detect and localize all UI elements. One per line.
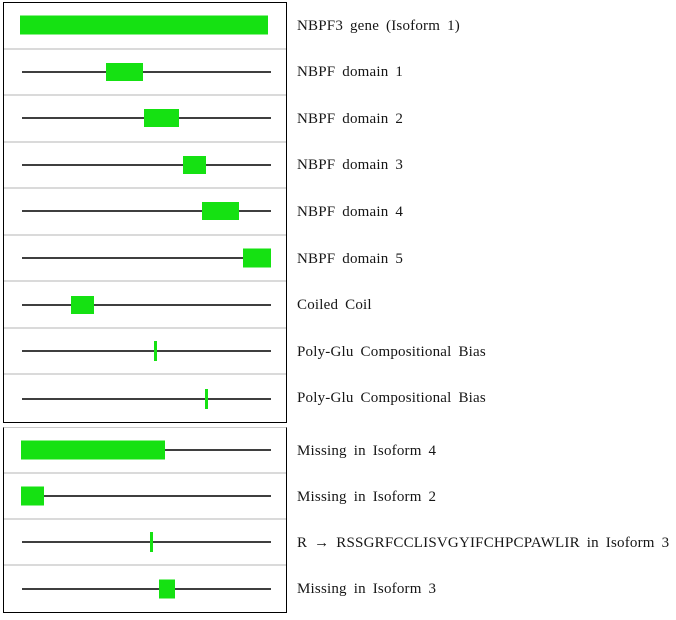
feature-row: [4, 143, 286, 190]
track-line: [22, 257, 271, 259]
feature-row: [4, 520, 286, 566]
feature-label: NBPF domain 5: [297, 250, 404, 267]
feature-tick: [150, 532, 153, 552]
feature-label: R → RSSGRFCCLISVGYIFCHPCPAWLIR in Isofor…: [297, 534, 670, 551]
feature-bar: [21, 440, 165, 460]
track-line: [22, 210, 271, 213]
feature-row: [4, 50, 286, 97]
feature-box: [71, 295, 94, 314]
feature-tick: [154, 341, 157, 362]
feature-label: NBPF domain 3: [297, 157, 404, 174]
track-line: [22, 70, 271, 73]
feature-label: Missing in Isoform 2: [297, 488, 437, 505]
feature-row: [4, 375, 286, 422]
feature-label: NBPF domain 2: [297, 110, 404, 127]
track-line: [22, 588, 271, 590]
feature-label: Missing in Isoform 4: [297, 442, 437, 459]
feature-row: [4, 189, 286, 236]
feature-label: Poly-Glu Compositional Bias: [297, 390, 486, 407]
feature-row: [4, 329, 286, 376]
feature-row: [4, 96, 286, 143]
feature-bar: [20, 15, 268, 35]
feature-row: [4, 474, 286, 520]
feature-row: [4, 282, 286, 329]
feature-label: Poly-Glu Compositional Bias: [297, 343, 486, 360]
labels-layer: NBPF3 gene (Isoform 1) NBPF domain 1 NBPF …: [297, 0, 676, 620]
feature-box: [144, 109, 179, 128]
track-line: [22, 495, 271, 497]
feature-row: [4, 566, 286, 612]
feature-label: Coiled Coil: [297, 297, 372, 314]
feature-row: [4, 236, 286, 283]
feature-box: [183, 155, 206, 174]
feature-box: [202, 202, 239, 221]
feature-row: [4, 428, 286, 474]
feature-box: [159, 579, 175, 599]
track-line: [22, 303, 271, 306]
feature-box: [243, 248, 271, 268]
feature-label: Missing in Isoform 3: [297, 580, 437, 597]
track-line: [22, 163, 271, 166]
track-line: [22, 541, 271, 543]
feature-label: NBPF3 gene (Isoform 1): [297, 17, 460, 34]
track-line: [22, 397, 271, 400]
feature-label: NBPF domain 4: [297, 203, 404, 220]
feature-tick: [205, 388, 208, 409]
feature-box: [21, 486, 44, 506]
panel-isoform-differences: [3, 427, 287, 613]
feature-label: NBPF domain 1: [297, 64, 404, 81]
panel-gene-and-domains: [3, 2, 287, 423]
track-line: [22, 350, 271, 353]
feature-row: [4, 3, 286, 50]
feature-box: [106, 62, 143, 81]
